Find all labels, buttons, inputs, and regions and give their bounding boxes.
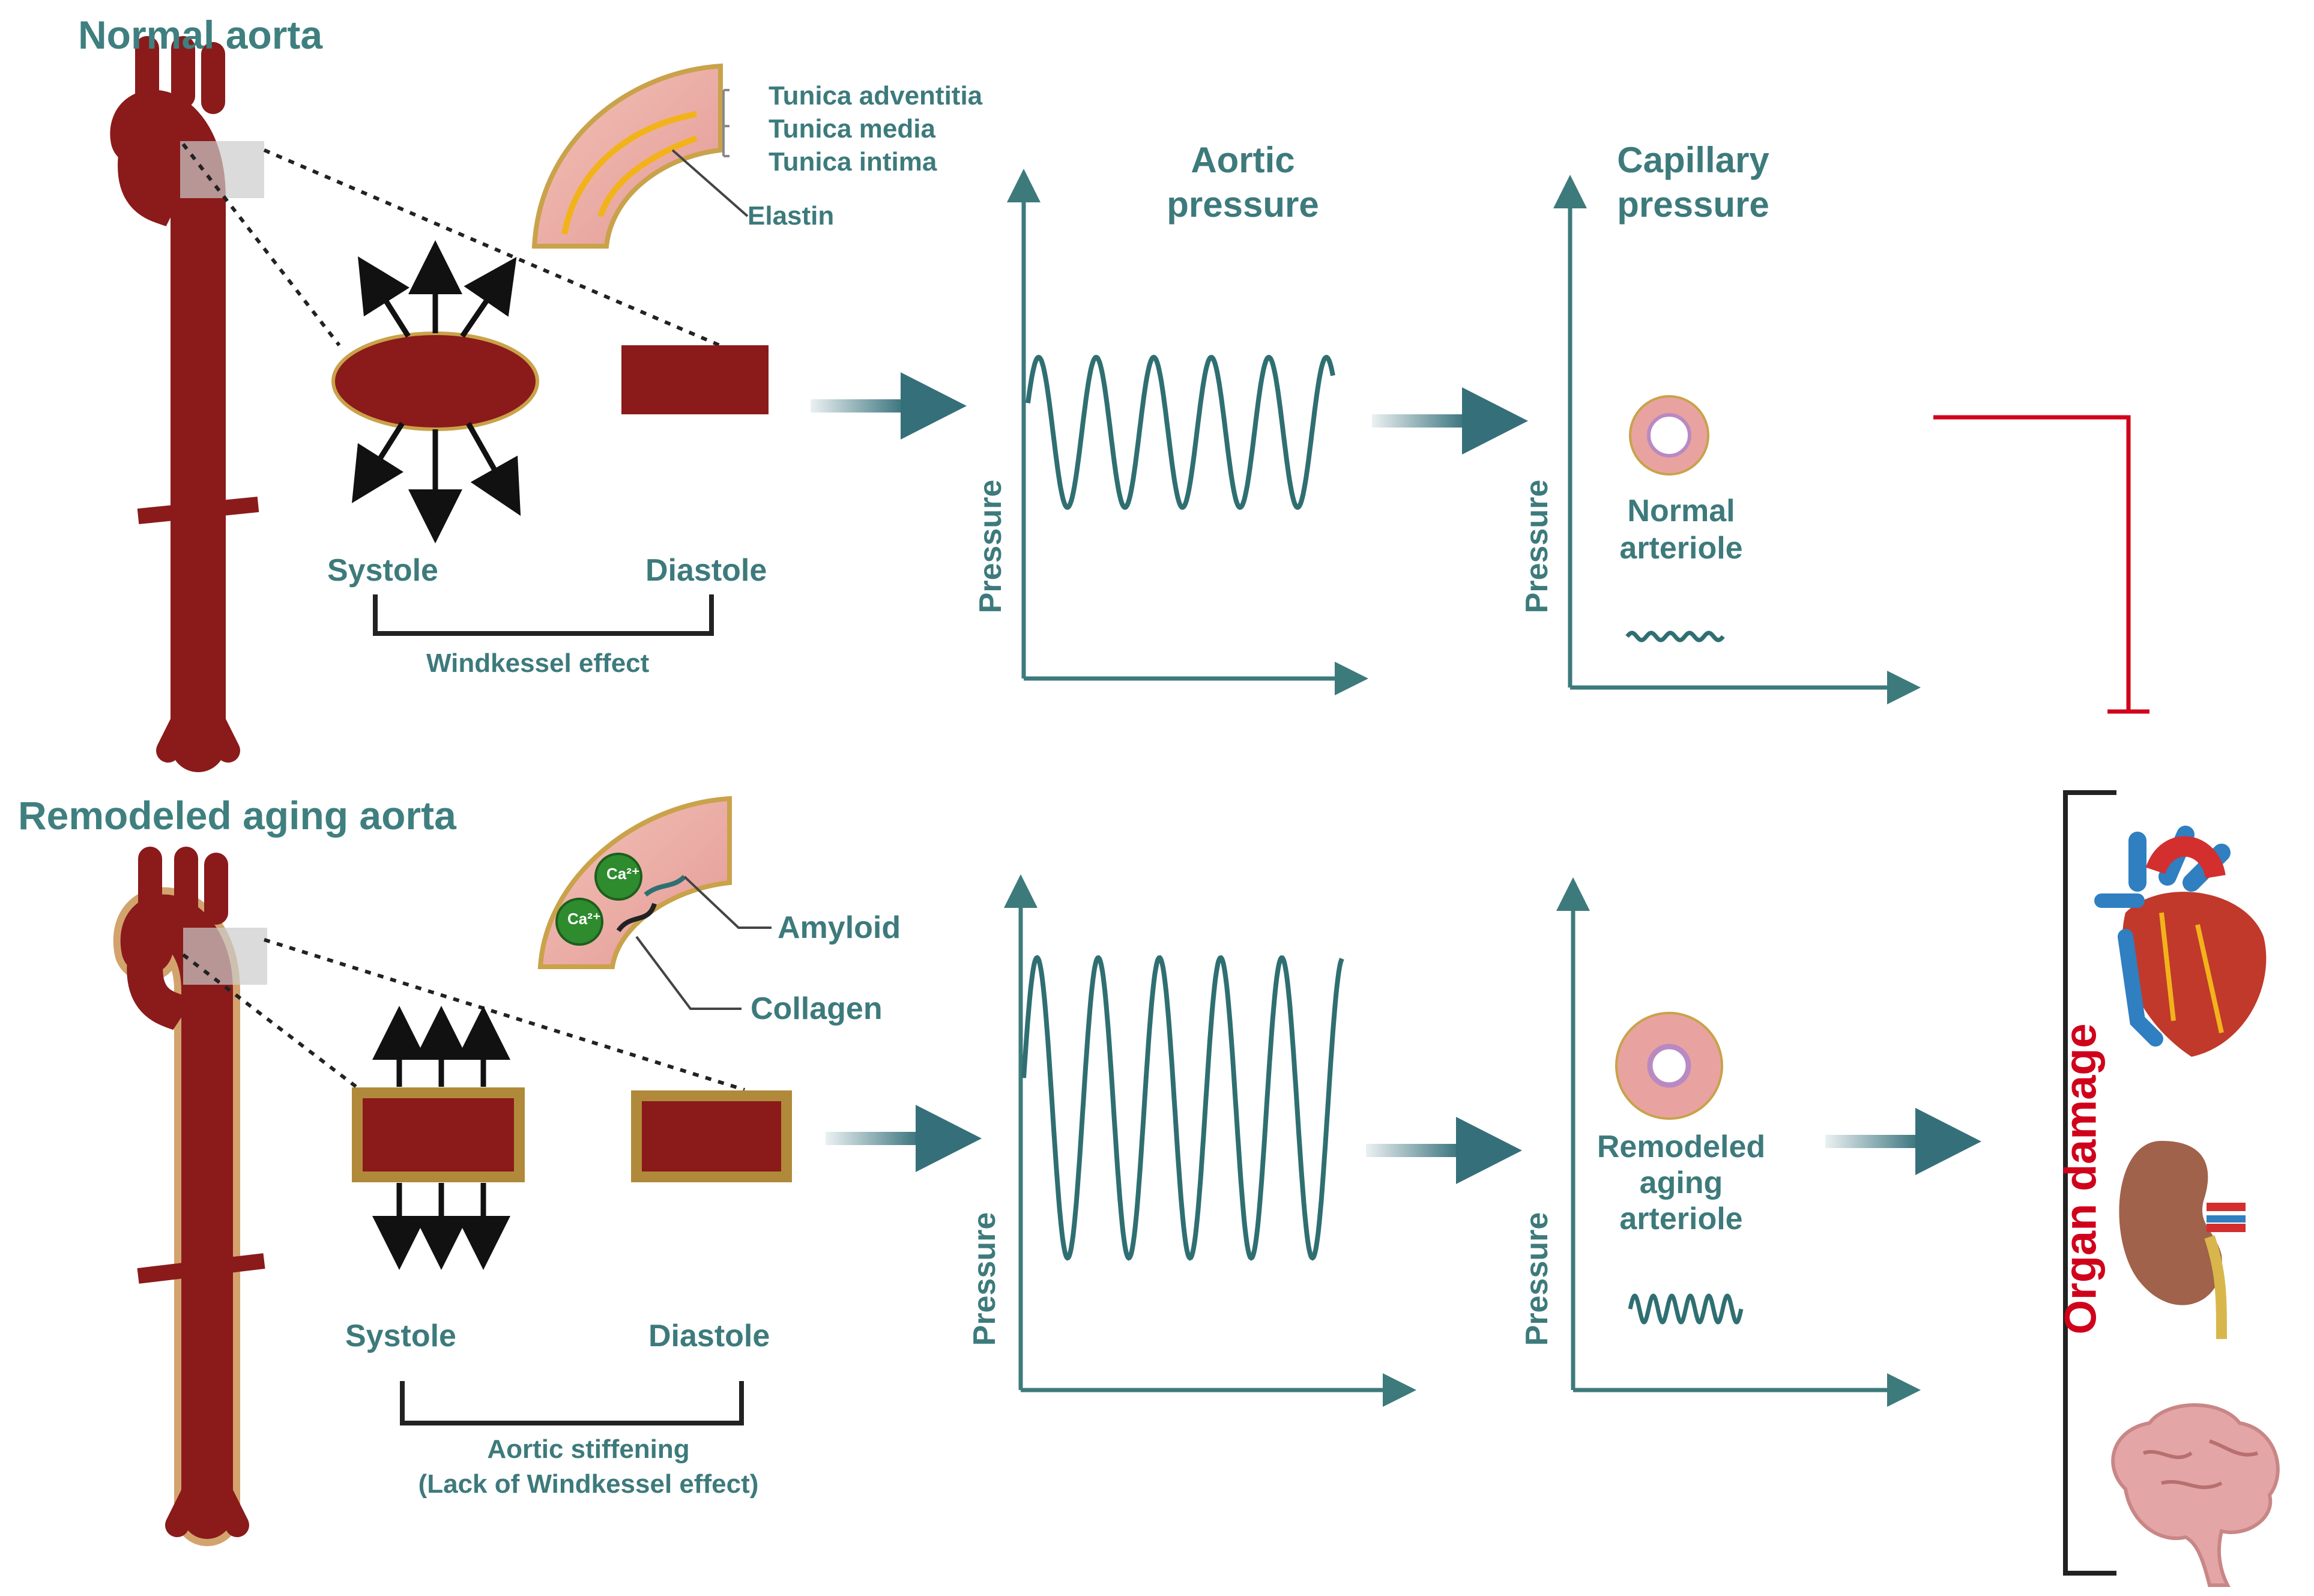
windkessel-bracket [373,594,714,636]
aging-arteriole-label: Remodeled aging arteriole [1591,1129,1771,1237]
diastole-label-normal: Diastole [645,553,767,588]
stiffening-bracket [400,1381,744,1425]
elastin-label: Elastin [748,201,835,231]
y-axis-label-capillary-aging: Pressure [1520,1212,1554,1346]
aging-aorta-illustration [113,847,745,1546]
normal-aorta-illustration [110,36,728,772]
aging-arteriole-line3: arteriole [1619,1202,1743,1236]
systole-label-aging: Systole [345,1319,456,1353]
capillary-pressure-chart-normal [1553,175,1921,704]
y-axis-label-aortic-aging: Pressure [967,1212,1002,1346]
normal-arteriole-label: Normal arteriole [1609,492,1753,567]
flow-arrow-bottom-1 [826,1105,982,1172]
kidney-icon [2119,1141,2246,1340]
normal-arteriole-line2: arteriole [1619,531,1743,566]
systole-vessel-aging [352,1006,525,1270]
layer-media-label: Tunica media [769,114,935,144]
inhibition-line [1933,415,2149,714]
aortic-pressure-chart-normal [1007,169,1368,695]
flow-arrow-bottom-3 [1825,1108,1981,1175]
amyloid-label: Amyloid [778,910,901,945]
aortic-pressure-title: Aortic pressure [1165,138,1321,227]
y-axis-label-aortic-normal: Pressure [973,479,1008,614]
aortic-title-line2: pressure [1167,184,1319,225]
diastole-vessel-aging [631,1090,792,1182]
capillary-title-line1: Capillary [1617,140,1769,180]
diastole-label-aging: Diastole [648,1319,770,1353]
aortic-pressure-chart-aging [1004,874,1416,1407]
flow-arrow-top-2 [1372,387,1528,455]
systole-label-normal: Systole [327,553,438,588]
y-axis-label-capillary-normal: Pressure [1520,479,1554,614]
organ-damage-label: Organ damage [2055,1023,2106,1335]
layer-adventitia-label: Tunica adventitia [769,81,983,110]
aging-arteriole-line2: aging [1639,1165,1723,1200]
diastole-vessel-normal [621,345,769,414]
aging-wall-cross-section [537,796,772,1010]
collagen-label: Collagen [751,991,883,1026]
capillary-pressure-chart-aging [1556,877,1921,1407]
brain-icon [2111,1403,2280,1587]
capillary-pressure-title: Capillary pressure [1603,138,1783,227]
normal-aorta-title: Normal aorta [78,13,323,57]
flow-arrow-top-1 [811,372,967,440]
systole-vessel-normal [331,240,539,543]
flow-arrow-bottom-2 [1366,1117,1522,1184]
aortic-stiffening-label: Aortic stiffening (Lack of Windkessel ef… [360,1432,817,1502]
aortic-title-line1: Aortic [1191,140,1295,180]
heart-icon [2094,826,2267,1057]
aging-arteriole-line1: Remodeled [1597,1129,1766,1164]
normal-arteriole-line1: Normal [1627,494,1735,528]
stiffening-line2: (Lack of Windkessel effect) [418,1469,759,1499]
layer-intima-label: Tunica intima [769,147,937,177]
organ-bracket [2063,790,2116,1576]
aging-aorta-title: Remodeled aging aorta [18,793,456,838]
stiffening-line1: Aortic stiffening [487,1434,690,1464]
capillary-title-line2: pressure [1617,184,1769,225]
calcium-label-1: Ca²⁺ [606,865,640,883]
normal-wall-cross-section [531,63,749,249]
calcium-label-2: Ca²⁺ [567,910,601,928]
windkessel-effect-label: Windkessel effect [426,648,650,678]
